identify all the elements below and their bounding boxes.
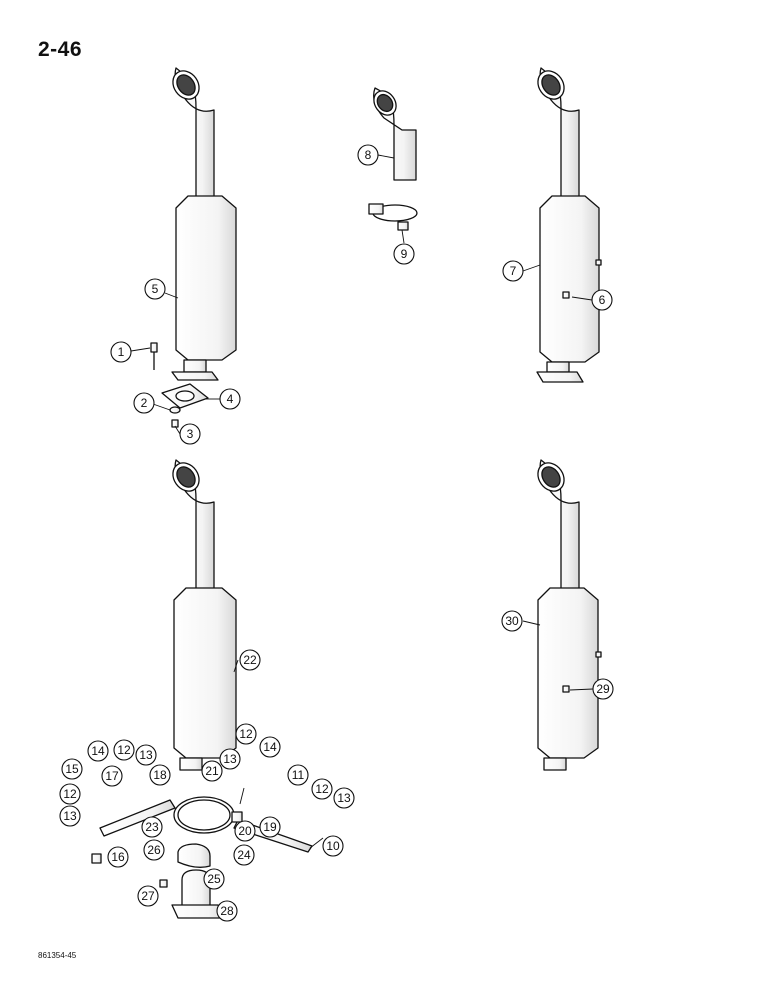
svg-text:6: 6: [599, 293, 606, 307]
callout-25: 25: [203, 868, 225, 890]
svg-text:24: 24: [237, 848, 251, 862]
svg-text:25: 25: [207, 872, 221, 886]
callout-7: 7: [502, 260, 524, 282]
callout-19: 19: [259, 816, 281, 838]
svg-text:30: 30: [505, 614, 519, 628]
callout-8: 8: [357, 144, 379, 166]
callout-18: 18: [149, 764, 171, 786]
callout-13: 13: [219, 748, 241, 770]
callout-27: 27: [137, 885, 159, 907]
svg-text:13: 13: [63, 809, 77, 823]
svg-text:12: 12: [239, 727, 253, 741]
callout-14: 14: [87, 740, 109, 762]
svg-text:14: 14: [263, 740, 277, 754]
svg-text:7: 7: [510, 264, 517, 278]
svg-text:11: 11: [292, 768, 305, 782]
callout-17: 17: [101, 765, 123, 787]
svg-text:26: 26: [147, 843, 161, 857]
callout-12: 12: [59, 783, 81, 805]
callout-20: 20: [234, 820, 256, 842]
svg-text:9: 9: [401, 247, 408, 261]
clamp-9: [368, 203, 418, 231]
muffler-assembly-30: [537, 459, 599, 771]
callout-3: 3: [179, 423, 201, 445]
callout-9: 9: [393, 243, 415, 265]
callout-13: 13: [59, 805, 81, 827]
svg-text:1: 1: [118, 345, 125, 359]
callout-1: 1: [110, 341, 132, 363]
callout-4: 4: [219, 388, 241, 410]
strap-17: [99, 799, 176, 837]
callout-6: 6: [591, 289, 613, 311]
callout-10: 10: [322, 835, 344, 857]
callout-26: 26: [143, 839, 165, 861]
callout-12: 12: [235, 723, 257, 745]
callout-11: 11: [287, 764, 309, 786]
callout-12: 12: [311, 778, 333, 800]
svg-text:10: 10: [326, 839, 340, 853]
svg-text:12: 12: [63, 787, 77, 801]
band-clamp-18: [173, 796, 235, 834]
page-number: 2-46: [38, 38, 83, 61]
bolt-1: [150, 342, 158, 353]
svg-text:13: 13: [139, 748, 153, 762]
callout-30: 30: [501, 610, 523, 632]
svg-text:3: 3: [187, 427, 194, 441]
callouts: 1 2 3 4 5 6 7 8 9 10 11 12 12 12 12 13 1…: [59, 144, 614, 922]
callout-2: 2: [133, 392, 155, 414]
leader-lines: [130, 154, 594, 849]
svg-text:28: 28: [220, 904, 234, 918]
support-28: [171, 869, 225, 919]
svg-text:16: 16: [111, 850, 125, 864]
svg-text:13: 13: [337, 791, 351, 805]
callout-28: 28: [216, 900, 238, 922]
exhaust-pipe-8: [373, 87, 417, 181]
callout-13: 13: [333, 787, 355, 809]
callout-21: 21: [201, 760, 223, 782]
fitting-6: [562, 291, 570, 299]
callout-16: 16: [107, 846, 129, 868]
svg-text:12: 12: [117, 743, 131, 757]
svg-text:29: 29: [596, 682, 610, 696]
svg-text:8: 8: [365, 148, 372, 162]
muffler-assembly-7: [536, 67, 600, 383]
nut-16: [91, 853, 102, 864]
nut-27: [159, 879, 168, 888]
clamp-23: [177, 843, 211, 868]
callout-5: 5: [144, 278, 166, 300]
svg-text:5: 5: [152, 282, 159, 296]
svg-text:27: 27: [141, 889, 155, 903]
callout-12: 12: [113, 739, 135, 761]
callout-15: 15: [61, 758, 83, 780]
callout-23: 23: [141, 816, 163, 838]
svg-text:4: 4: [227, 392, 234, 406]
svg-text:12: 12: [315, 782, 329, 796]
svg-text:22: 22: [243, 653, 257, 667]
svg-text:21: 21: [205, 764, 219, 778]
nut-3: [171, 419, 179, 428]
svg-text:20: 20: [238, 824, 252, 838]
svg-text:13: 13: [223, 752, 237, 766]
callout-22: 22: [239, 649, 261, 671]
fitting-29: [562, 685, 570, 693]
callout-29: 29: [592, 678, 614, 700]
svg-text:17: 17: [105, 769, 119, 783]
callout-14: 14: [259, 736, 281, 758]
svg-text:15: 15: [65, 762, 79, 776]
svg-text:18: 18: [153, 768, 167, 782]
callout-13: 13: [135, 744, 157, 766]
drawing-code: 861354-45: [38, 951, 77, 960]
callout-24: 24: [233, 844, 255, 866]
svg-text:23: 23: [145, 820, 159, 834]
muffler-assembly-5: [171, 67, 237, 381]
svg-text:14: 14: [91, 744, 105, 758]
svg-text:2: 2: [141, 396, 148, 410]
svg-text:19: 19: [263, 820, 277, 834]
muffler-assembly-22: [172, 459, 237, 771]
washer-2: [169, 406, 181, 414]
